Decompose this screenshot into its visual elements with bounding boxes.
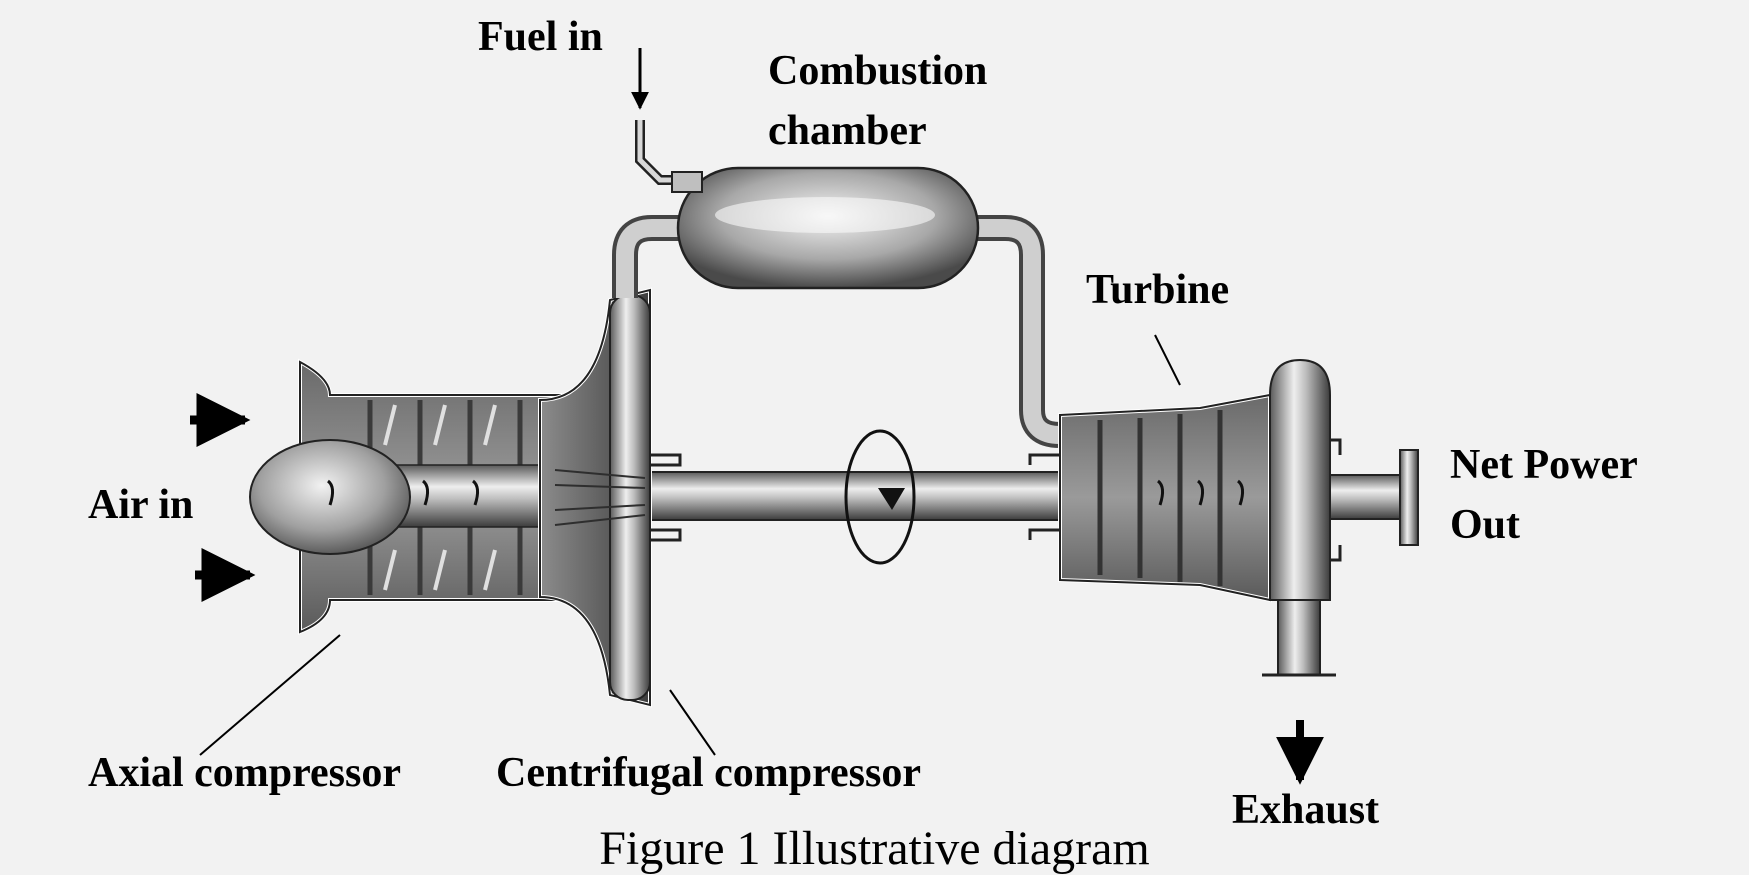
shaft — [559, 471, 1121, 521]
combustion-chamber-label-line-1: Combustion — [768, 48, 988, 94]
rotation-arrowhead-icon — [878, 488, 905, 510]
turbine-casing — [1058, 392, 1272, 603]
centrifugal-compressor-label: Centrifugal compressor — [496, 750, 921, 796]
axial-compressor-label: Axial compressor — [88, 750, 402, 796]
exhaust-duct — [1277, 599, 1321, 676]
net-power-out-label-line-1: Net Power — [1450, 442, 1638, 488]
net-power-out-label-line-2: Out — [1450, 502, 1521, 548]
turbine-blades — [1097, 410, 1223, 586]
exhaust-housing — [1269, 358, 1331, 601]
output-shaft — [1329, 474, 1406, 520]
combustion-chamber-label-line-2: chamber — [768, 108, 927, 154]
rotation-icon — [844, 429, 916, 565]
leader-lines — [199, 334, 1181, 756]
air-in-label: Air in — [88, 482, 194, 528]
turbine-label: Turbine — [1086, 267, 1230, 313]
figure-caption: Figure 1 Illustrative diagram — [599, 822, 1150, 875]
exhaust-label: Exhaust — [1232, 787, 1380, 833]
fuel-in-label: Fuel in — [478, 14, 603, 60]
intake-nose-cone — [249, 439, 411, 555]
output-flange — [1399, 449, 1419, 546]
